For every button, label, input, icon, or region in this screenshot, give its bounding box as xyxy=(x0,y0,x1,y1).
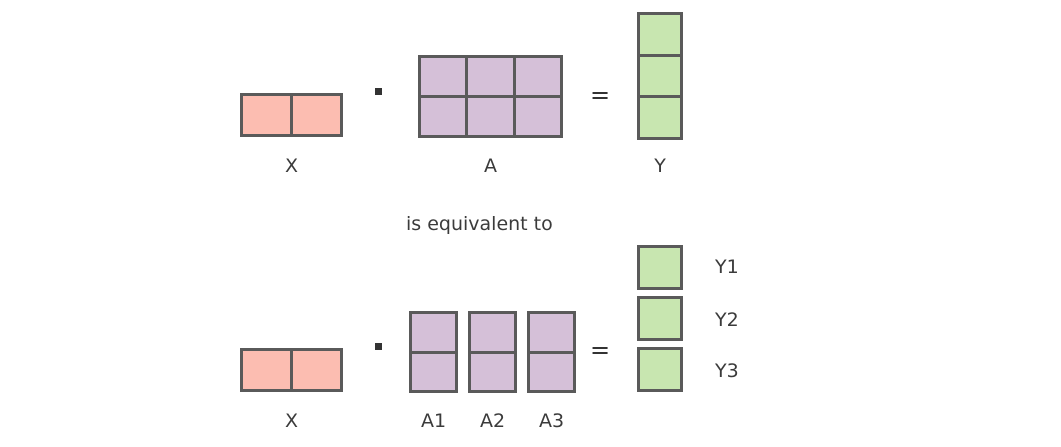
matrix-cell xyxy=(468,58,513,95)
matrix-cell xyxy=(471,353,514,390)
matrix-cell xyxy=(412,314,455,351)
matrix-cell xyxy=(530,353,573,390)
matrix-cell xyxy=(243,96,290,134)
equivalence-caption: is equivalent to xyxy=(406,213,553,235)
matrix-cell xyxy=(293,351,340,389)
bottom-x-matrix xyxy=(240,348,343,392)
bottom-y3-block xyxy=(637,347,683,392)
matrix-cell xyxy=(421,98,466,135)
bottom-a1-label: A1 xyxy=(420,410,447,432)
matrix-cell xyxy=(412,353,455,390)
bottom-y1-block xyxy=(637,245,683,290)
matrix-cell xyxy=(471,314,514,351)
bottom-a1-block xyxy=(409,311,458,393)
bottom-y3-label: Y3 xyxy=(715,360,739,382)
top-y-label: Y xyxy=(654,155,666,177)
top-y-matrix xyxy=(637,12,683,140)
matrix-cell xyxy=(243,351,290,389)
matrix-cell xyxy=(640,15,680,54)
bottom-a2-label: A2 xyxy=(479,410,506,432)
bottom-y2-block xyxy=(637,296,683,341)
matrix-cell xyxy=(468,98,513,135)
top-a-matrix xyxy=(418,55,563,138)
equals-sign-top: = xyxy=(590,81,611,109)
bottom-a2-block xyxy=(468,311,517,393)
bottom-y2-label: Y2 xyxy=(715,309,739,331)
equals-sign-bottom: = xyxy=(590,336,611,364)
bottom-y1-label: Y1 xyxy=(715,256,739,278)
matrix-cell xyxy=(515,98,560,135)
top-a-label: A xyxy=(484,155,497,177)
multiplication-dot-icon xyxy=(375,88,382,95)
bottom-a3-label: A3 xyxy=(538,410,565,432)
matrix-cell xyxy=(515,58,560,95)
bottom-x-label: X xyxy=(284,410,299,432)
multiplication-dot-icon-bottom xyxy=(375,343,382,350)
matrix-cell xyxy=(293,96,340,134)
matrix-cell xyxy=(640,56,680,96)
matrix-cell xyxy=(640,98,680,137)
top-x-matrix xyxy=(240,93,343,137)
matrix-cell xyxy=(421,58,466,95)
bottom-a3-block xyxy=(527,311,576,393)
top-x-label: X xyxy=(284,155,299,177)
matrix-cell xyxy=(530,314,573,351)
